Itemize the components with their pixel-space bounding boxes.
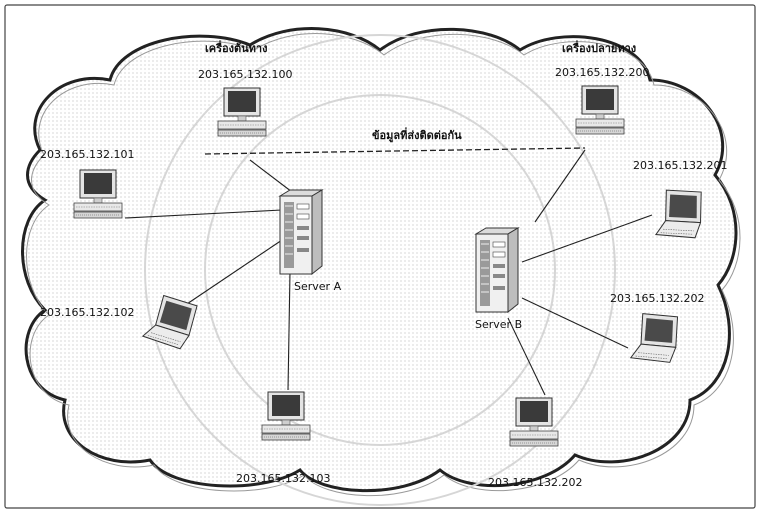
link-a-h102 [177, 239, 283, 311]
host-ip-201: 203.165.132.201 [633, 159, 727, 172]
watermark-seal [144, 34, 616, 506]
server-b-label: Server B [475, 318, 522, 331]
desktop-computer-icon [73, 169, 123, 219]
desktop-computer-icon [509, 397, 559, 447]
host-ip-101: 203.165.132.101 [40, 148, 134, 161]
desktop-computer-icon [261, 391, 311, 441]
destination-label: เครื่องปลายทาง [562, 40, 636, 55]
link-b-h201 [521, 214, 653, 263]
host-ip-100: 203.165.132.100 [198, 68, 292, 81]
data-link-label: ข้อมูลที่ส่งติดต่อกัน [372, 127, 462, 143]
server-b-icon [475, 227, 519, 313]
data-link-dashed [204, 147, 586, 155]
link-b-h200 [534, 149, 586, 223]
link-b-h202a [521, 297, 629, 349]
host-ip-202-laptop: 203.165.132.202 [610, 292, 704, 305]
host-ip-103: 203.165.132.103 [236, 472, 330, 485]
desktop-computer-icon [217, 87, 267, 137]
link-a-h101 [124, 209, 283, 219]
desktop-computer-icon [575, 85, 625, 135]
source-label: เครื่องต้นทาง [205, 40, 267, 55]
host-ip-202-desktop: 203.165.132.202 [488, 476, 582, 489]
server-a-icon [279, 189, 323, 275]
link-a-h100 [249, 159, 297, 196]
link-b-h202b [507, 317, 546, 396]
host-ip-200: 203.165.132.200 [555, 66, 649, 79]
network-cloud [21, 27, 738, 493]
server-a-label: Server A [294, 280, 342, 293]
host-ip-102: 203.165.132.102 [40, 306, 134, 319]
link-a-h103 [287, 271, 291, 391]
